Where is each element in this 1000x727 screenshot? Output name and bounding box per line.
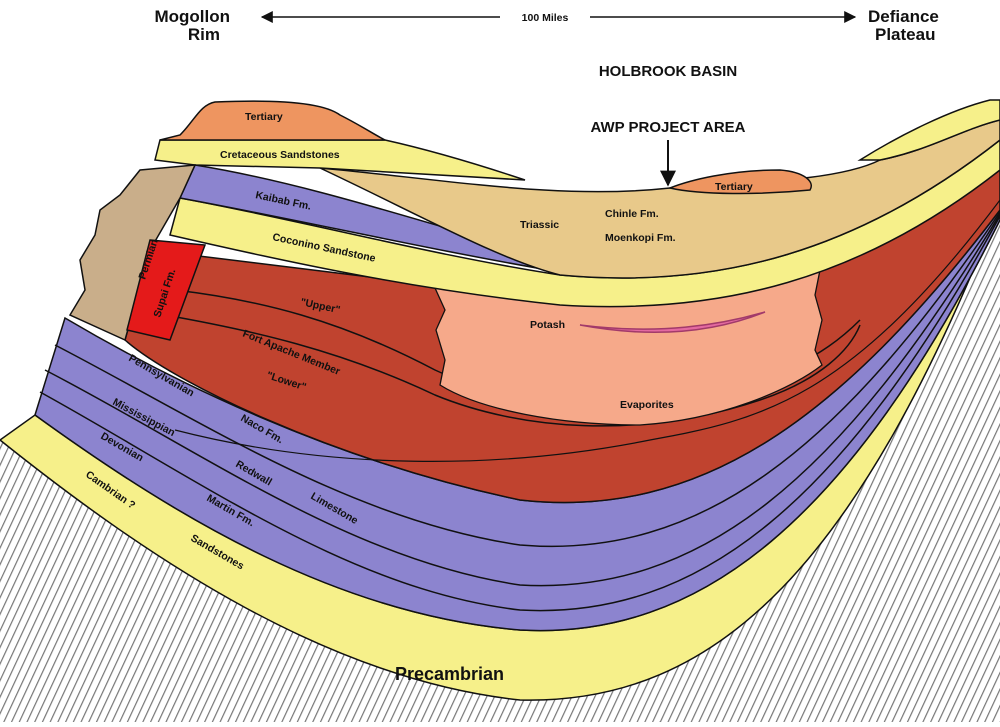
right-place-line1: Defiance <box>868 7 939 26</box>
upper-right-yellow-band <box>857 99 1000 161</box>
label-tertiary-left: Tertiary <box>245 111 283 123</box>
left-place-line1: Mogollon <box>154 7 230 26</box>
label-tertiary-right: Tertiary <box>715 181 753 193</box>
tertiary-right-cap <box>667 169 812 195</box>
project-area-title: AWP PROJECT AREA <box>590 119 745 136</box>
precambrian-basement <box>0 205 1000 722</box>
permian-wedge <box>68 164 197 342</box>
right-place-line2: Plateau <box>875 25 935 44</box>
label-potash: Potash <box>530 319 565 331</box>
red-inner-line <box>174 199 1000 462</box>
label-precambrian: Precambrian <box>395 664 504 684</box>
left-place-line2: Rim <box>188 25 220 44</box>
cretaceous-sandstone-layer <box>154 139 526 181</box>
label-chinle: Chinle Fm. <box>605 208 659 220</box>
supai-strip <box>126 239 207 341</box>
label-evaporites: Evaporites <box>620 399 674 411</box>
fort-apache-line-lower <box>164 314 861 427</box>
purple-division-1 <box>54 211 1000 547</box>
tertiary-left-cap <box>159 100 386 141</box>
coconino-sandstone-layer <box>169 139 1000 308</box>
basin-title: HOLBROOK BASIN <box>599 63 737 80</box>
evaporites-body <box>434 269 823 426</box>
purple-division-2 <box>44 213 1000 587</box>
label-triassic: Triassic <box>520 219 559 231</box>
scale-label: 100 Miles <box>522 12 569 24</box>
potash-lens <box>579 311 766 334</box>
label-moenkopi: Moenkopi Fm. <box>605 232 676 244</box>
label-cretaceous: Cretaceous Sandstones <box>220 149 340 161</box>
purple-division-3 <box>39 215 1000 612</box>
